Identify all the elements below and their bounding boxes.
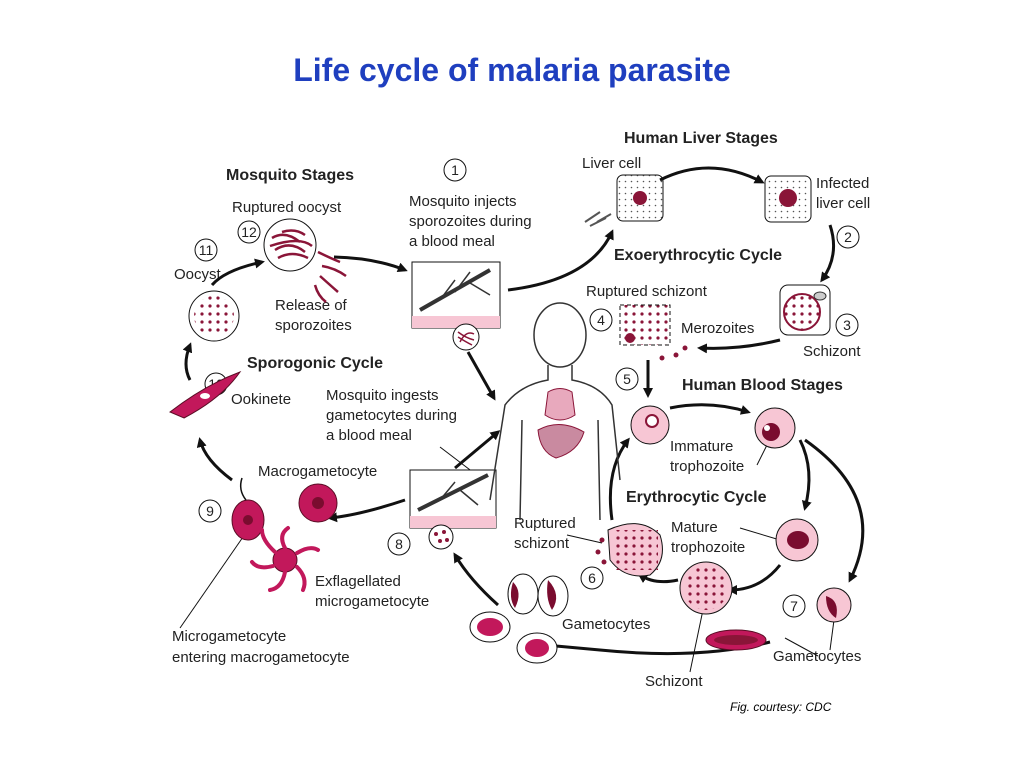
arrow-ingest-to-human [454, 430, 501, 470]
ruptured-blood-schizont-illustration [595, 523, 663, 577]
arrow-infected-to-schizont [820, 224, 836, 283]
liver-schizont-illustration [779, 284, 831, 336]
label-ruptured-schizont-blood-1: Ruptured [514, 515, 576, 532]
label-ruptured-schizont-blood-2: schizont [514, 535, 570, 552]
arrow-mosquito-to-gametocytes [327, 498, 406, 523]
arrow-sporozoites-to-mosquito [333, 255, 408, 273]
heading-human-liver-stages: Human Liver Stages [624, 130, 778, 147]
label-mosquito-ingests-2: gametocytes during [326, 407, 457, 424]
step-8: 8 [395, 536, 403, 552]
infected-liver-cell-illustration [764, 175, 812, 223]
arrow-ruptured-to-ring [608, 437, 630, 521]
sporozoites-bundle-icon [452, 323, 480, 351]
label-ruptured-oocyst: Ruptured oocyst [232, 199, 342, 216]
heading-human-blood-stages: Human Blood Stages [682, 377, 843, 394]
label-macrogametocyte: Macrogametocyte [258, 463, 377, 480]
step-1: 1 [451, 162, 459, 178]
label-exflagellated-1: Exflagellated [315, 573, 401, 590]
label-liver-cell: Liver cell [582, 155, 641, 172]
ruptured-oocyst-illustration [263, 218, 347, 303]
immature-trophozoite-illustration [754, 407, 796, 449]
page-title: Life cycle of malaria parasite [293, 52, 731, 88]
label-ruptured-schizont-liver: Ruptured schizont [586, 283, 708, 300]
arrow-schizont-to-merozoites [697, 338, 781, 354]
label-gametocytes-right: Gametocytes [773, 648, 861, 665]
heading-sporogonic-cycle: Sporogonic Cycle [247, 355, 383, 372]
ruptured-liver-schizont-illustration [619, 304, 688, 361]
label-infected-liver-cell-2: liver cell [816, 195, 870, 212]
label-immature-trophozoite-1: Immature [670, 438, 733, 455]
arrow-gametocytes-to-mosquito [453, 552, 499, 607]
label-mature-trophozoite-2: trophozoite [671, 539, 745, 556]
label-mature-trophozoite-1: Mature [671, 519, 718, 536]
label-mosquito-ingests-1: Mosquito ingests [326, 387, 439, 404]
arrow-mature-to-schizont [727, 564, 782, 595]
liver-cell-illustration [616, 174, 664, 222]
arrow-zygote-to-ookinete [196, 437, 233, 482]
label-release-of-sporozoites-2: sporozoites [275, 317, 352, 334]
arrow-mosquito-to-liver [507, 229, 614, 292]
macrogametocyte-with-microgamete-illustration [231, 477, 265, 541]
exflagellated-microgametocyte-illustration [250, 526, 320, 592]
label-mosquito-injects-1: Mosquito injects [409, 193, 517, 210]
macrogametocyte-illustration [298, 483, 338, 523]
label-ookinete: Ookinete [231, 391, 291, 408]
arrow-to-gametocytes-right [804, 438, 865, 583]
step-7: 7 [790, 598, 798, 614]
arrow-liver-to-infected [659, 166, 765, 184]
label-mosquito-ingests-3: a blood meal [326, 427, 412, 444]
step-11: 11 [199, 242, 214, 258]
label-mosquito-injects-2: sporozoites during [409, 213, 532, 230]
label-infected-liver-cell-1: Infected [816, 175, 869, 192]
sporozoites-small [584, 211, 612, 227]
gametocytes-left-illustration [469, 573, 569, 664]
figure-credit: Fig. courtesy: CDC [730, 700, 832, 714]
label-merozoites: Merozoites [681, 320, 754, 337]
ookinete-illustration [169, 370, 242, 419]
step-2: 2 [844, 229, 852, 245]
ring-stage-rbc-illustration [630, 405, 670, 445]
arrow-oocyst-to-ruptured [210, 258, 265, 287]
arrow-immature-to-mature [798, 439, 812, 511]
arrow-bite-to-human [466, 351, 496, 401]
oocyst-illustration [188, 290, 240, 342]
label-oocyst: Oocyst [174, 266, 222, 283]
label-release-of-sporozoites-1: Release of [275, 297, 348, 314]
label-microgametocyte-entering-1: Microgametocyte [172, 628, 286, 645]
step-3: 3 [843, 317, 851, 333]
blood-schizont-illustration [679, 561, 733, 615]
step-9: 9 [206, 503, 214, 519]
label-exflagellated-2: microgametocyte [315, 593, 429, 610]
label-schizont-liver: Schizont [803, 343, 861, 360]
gametocytes-right-illustration [705, 587, 852, 651]
arrow-ring-to-immature [669, 403, 751, 415]
step-6: 6 [588, 570, 596, 586]
heading-exoerythrocytic-cycle: Exoerythrocytic Cycle [614, 247, 782, 264]
step-12: 12 [241, 224, 257, 240]
mosquito-feeding-illustration [409, 469, 497, 529]
step-markers: 1 2 3 4 5 6 7 8 9 10 11 12 [194, 158, 860, 618]
arrow-ookinete-to-oocyst [182, 342, 193, 381]
heading-erythrocytic-cycle: Erythrocytic Cycle [626, 489, 767, 506]
label-gametocytes-left: Gametocytes [562, 616, 650, 633]
mosquito-bite-illustration [411, 261, 501, 329]
step-5: 5 [623, 371, 631, 387]
heading-mosquito-stages: Mosquito Stages [226, 167, 354, 184]
arrow-schizont-to-ruptured [637, 573, 679, 584]
human-figure-illustration [489, 302, 621, 521]
label-schizont-blood: Schizont [645, 673, 703, 690]
label-mosquito-injects-3: a blood meal [409, 233, 495, 250]
label-immature-trophozoite-2: trophozoite [670, 458, 744, 475]
mature-trophozoite-illustration [775, 518, 819, 562]
step-4: 4 [597, 312, 605, 328]
gametocytes-ingested-icon [428, 524, 454, 550]
label-microgametocyte-entering-2: entering macrogametocyte [172, 649, 350, 666]
